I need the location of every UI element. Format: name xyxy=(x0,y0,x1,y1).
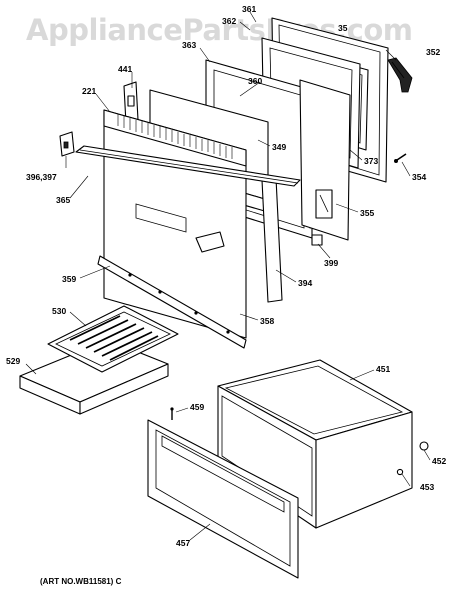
bottom-trim xyxy=(97,255,247,349)
callout-361: 361 xyxy=(242,4,256,14)
hinge-assembly xyxy=(299,79,351,241)
callout-349: 349 xyxy=(272,142,286,152)
drawer-stop xyxy=(396,468,404,476)
callout-352: 352 xyxy=(426,47,440,57)
callout-529: 529 xyxy=(6,356,20,366)
art-number: (ART NO.WB11581) C xyxy=(40,577,122,586)
callout-359: 359 xyxy=(62,274,76,284)
handle-end-cap xyxy=(59,131,75,157)
callout-441: 441 xyxy=(118,64,132,74)
handle-gasket xyxy=(387,57,413,93)
callout-373: 373 xyxy=(364,156,378,166)
screw xyxy=(394,153,407,163)
callout-365: 365 xyxy=(56,195,70,205)
callout-labels: 361 362 35 352 363 441 360 221 349 373 3… xyxy=(6,4,446,548)
callout-396-397: 396,397 xyxy=(26,172,57,182)
callout-221: 221 xyxy=(82,86,96,96)
callout-530: 530 xyxy=(52,306,66,316)
drawer-front-panel xyxy=(147,419,299,579)
callout-394: 394 xyxy=(298,278,312,288)
callout-358: 358 xyxy=(260,316,274,326)
hinge-clip xyxy=(311,234,323,246)
door-handle-bar xyxy=(75,145,301,187)
callout-35x: 35 xyxy=(338,23,348,33)
drawer-roller xyxy=(419,441,429,451)
callout-360: 360 xyxy=(248,76,262,86)
callout-355: 355 xyxy=(360,208,374,218)
callout-452: 452 xyxy=(432,456,446,466)
broiler-grid xyxy=(47,305,179,373)
callout-363: 363 xyxy=(182,40,196,50)
drawer-screw xyxy=(170,407,174,420)
callout-354: 354 xyxy=(412,172,426,182)
callout-362: 362 xyxy=(222,16,236,26)
callout-459: 459 xyxy=(190,402,204,412)
leader-lines xyxy=(25,11,431,541)
callout-399: 399 xyxy=(324,258,338,268)
callout-457: 457 xyxy=(176,538,190,548)
callout-451: 451 xyxy=(376,364,390,374)
callout-453: 453 xyxy=(420,482,434,492)
storage-drawer xyxy=(217,359,413,529)
